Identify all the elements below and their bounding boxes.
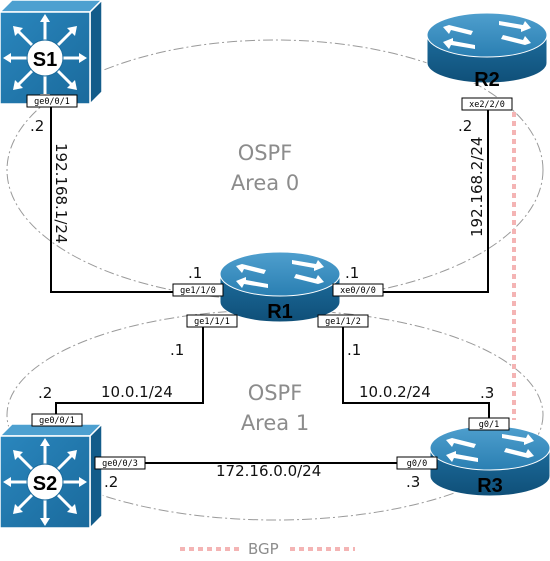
host-r1-down-left: .1 xyxy=(170,341,184,359)
port-tag-r1-down-left: ge1/1/1 xyxy=(186,314,238,328)
link-r1-r3 xyxy=(342,326,490,418)
port-tag-r3-up: g0/1 xyxy=(468,417,510,431)
area1-title: OSPF xyxy=(248,381,303,405)
port-label-s2-up: ge0/0/1 xyxy=(39,416,75,426)
link-s1-r1 xyxy=(50,105,178,293)
router-arrows-icon xyxy=(443,21,531,49)
device-label-r3: R3 xyxy=(477,475,503,497)
subnet-r1-s2: 10.0.1/24 xyxy=(101,383,173,401)
port-label-r1-left: ge1/1/0 xyxy=(180,286,216,296)
area0-title: OSPF xyxy=(238,141,293,165)
router-r3 xyxy=(429,425,550,497)
host-r1-down-right: .1 xyxy=(347,341,361,359)
port-tag-r3-left: g0/0 xyxy=(396,456,438,470)
host-r2: .2 xyxy=(458,117,472,135)
ospf-area-0-outline xyxy=(6,39,544,301)
port-tag-s2-right: ge0/0/3 xyxy=(94,456,146,470)
link-r1-r2 xyxy=(380,105,489,293)
host-s1: .2 xyxy=(30,117,44,135)
port-label-r3-up: g0/1 xyxy=(479,420,499,430)
subnet-r1-r3: 10.0.2/24 xyxy=(359,383,431,401)
legend-bgp-label: BGP xyxy=(248,540,279,558)
host-r3-up: .3 xyxy=(480,384,494,402)
area0-subtitle: Area 0 xyxy=(231,171,299,195)
link-r1-s2 xyxy=(55,326,204,418)
subnet-r1-r2: 192.168.2/24 xyxy=(468,137,486,237)
router-arrows-icon xyxy=(236,260,324,288)
port-label-r2: xe2/2/0 xyxy=(469,100,505,110)
device-label-s2: S2 xyxy=(33,473,57,495)
host-s2-up: .2 xyxy=(38,384,52,402)
port-label-r1-down-right: ge1/1/2 xyxy=(325,317,361,327)
port-label-r1-down-left: ge1/1/1 xyxy=(194,317,230,327)
switch-s2 xyxy=(0,422,104,530)
host-s2-right: .2 xyxy=(104,473,118,491)
host-r1-left: .1 xyxy=(188,264,202,282)
subnet-s1-r1: 192.168.1/24 xyxy=(52,143,70,243)
device-label-r2: R2 xyxy=(474,69,500,91)
port-label-s1: ge0/0/1 xyxy=(34,97,70,107)
port-label-r3-left: g0/0 xyxy=(407,459,427,469)
switch-s1 xyxy=(0,0,104,106)
host-r1-right: .1 xyxy=(345,264,359,282)
port-label-s2-right: ge0/0/3 xyxy=(102,459,138,469)
legend-bgp: BGP xyxy=(180,540,355,558)
host-r3-left: .3 xyxy=(406,473,420,491)
router-arrows-icon xyxy=(446,434,534,462)
port-tag-r1-down-right: ge1/1/2 xyxy=(317,314,369,328)
device-label-r1: R1 xyxy=(267,301,293,323)
area1-subtitle: Area 1 xyxy=(241,411,309,435)
port-tag-s1: ge0/0/1 xyxy=(26,94,78,108)
device-label-s1: S1 xyxy=(33,49,57,71)
subnet-s2-r3: 172.16.0.0/24 xyxy=(216,462,321,480)
port-label-r1-right: xe0/0/0 xyxy=(340,286,376,296)
router-r2 xyxy=(426,12,548,84)
router-r1 xyxy=(219,251,341,323)
port-tag-s2-up: ge0/0/1 xyxy=(31,413,83,427)
port-tag-r2: xe2/2/0 xyxy=(461,97,513,111)
port-tag-r1-right: xe0/0/0 xyxy=(332,283,384,297)
port-tag-r1-left: ge1/1/0 xyxy=(172,283,224,297)
